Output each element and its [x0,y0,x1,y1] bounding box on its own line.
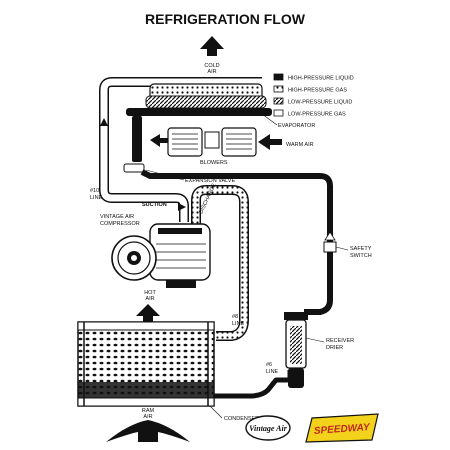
line10-label-line2: LINE [90,195,103,201]
evaporator-label: EVAPORATOR [278,123,315,129]
receiver-drier [284,312,308,388]
ram-air-label-line1: RAM [142,408,155,414]
legend-label-low-pressure-liquid: LOW-PRESSURE LIQUID [288,100,352,106]
suction-arrow-icon [178,203,186,211]
liquid-flow-arrow-icon [324,231,336,241]
line8-label-line1: #8 [232,314,238,320]
high-pressure-liquid-line [140,169,333,315]
legend: HIGH-PRESSURE LIQUID HIGH-PRESSURE GAS L… [273,73,354,118]
hot-air-label-line1: HOT [144,290,156,296]
line8-label-line2: LINE [232,321,245,327]
compressor [111,223,211,288]
legend-swatch-high-pressure-liquid [273,73,284,81]
airflow-arrow-icon [150,134,168,147]
cold-air-label-line1: COLD [204,63,219,69]
ram-air-arrow-icon [106,420,190,442]
safety-switch-label-line1: SAFETY [350,246,372,252]
suction-flow-arrow-icon [100,118,108,126]
condenser-label: CONDENSER [224,416,259,422]
compressor-label-line2: COMPRESSOR [100,221,140,227]
legend-label-low-pressure-gas: LOW-PRESSURE GAS [288,112,346,118]
legend-swatch-low-pressure-liquid [273,97,284,105]
speedway-logo: SPEEDWAY [305,413,379,443]
line6-label-line2: LINE [266,369,279,375]
cold-air-label-line2: AIR [207,69,216,75]
receiver-label-line2: DRIER [326,345,343,351]
receiver-label-line1: RECEIVER [326,338,354,344]
legend-label-high-pressure-liquid: HIGH-PRESSURE LIQUID [288,76,354,82]
line6-label-line1: #6 [266,362,272,368]
warm-air-arrow-icon [258,134,282,150]
condenser [77,321,215,407]
vintage-air-logo-text: Vintage Air [249,424,288,433]
expansion-valve-label: EXPANSION VALVE [185,178,235,184]
blowers-label: BLOWERS [200,160,228,166]
hot-air-arrow-icon [136,304,160,324]
cold-air-arrow-icon [200,36,224,56]
warm-air-label: WARM AIR [286,142,314,148]
suction-line [99,77,262,222]
legend-swatch-low-pressure-gas [273,109,284,117]
safety-switch-label-line2: SWITCH [350,253,372,259]
line-6 [214,370,293,399]
blowers [167,127,257,157]
legend-swatch-high-pressure-gas [273,85,284,93]
discharge-line [191,185,249,341]
vintage-air-logo: Vintage Air [245,415,291,441]
evaporator [126,83,272,116]
page-title: REFRIGERATION FLOW [145,11,306,27]
expansion-valve [123,116,145,173]
speedway-logo-text: SPEEDWAY [314,422,372,437]
safety-switch [323,241,337,253]
hot-air-label-line2: AIR [145,296,154,302]
line10-label-line1: #10 [90,188,99,194]
compressor-label-line1: VINTAGE AIR [100,214,134,220]
legend-label-high-pressure-gas: HIGH-PRESSURE GAS [288,88,347,94]
ram-air-label-line2: AIR [143,414,152,420]
suction-label: SUCTION [142,202,167,208]
